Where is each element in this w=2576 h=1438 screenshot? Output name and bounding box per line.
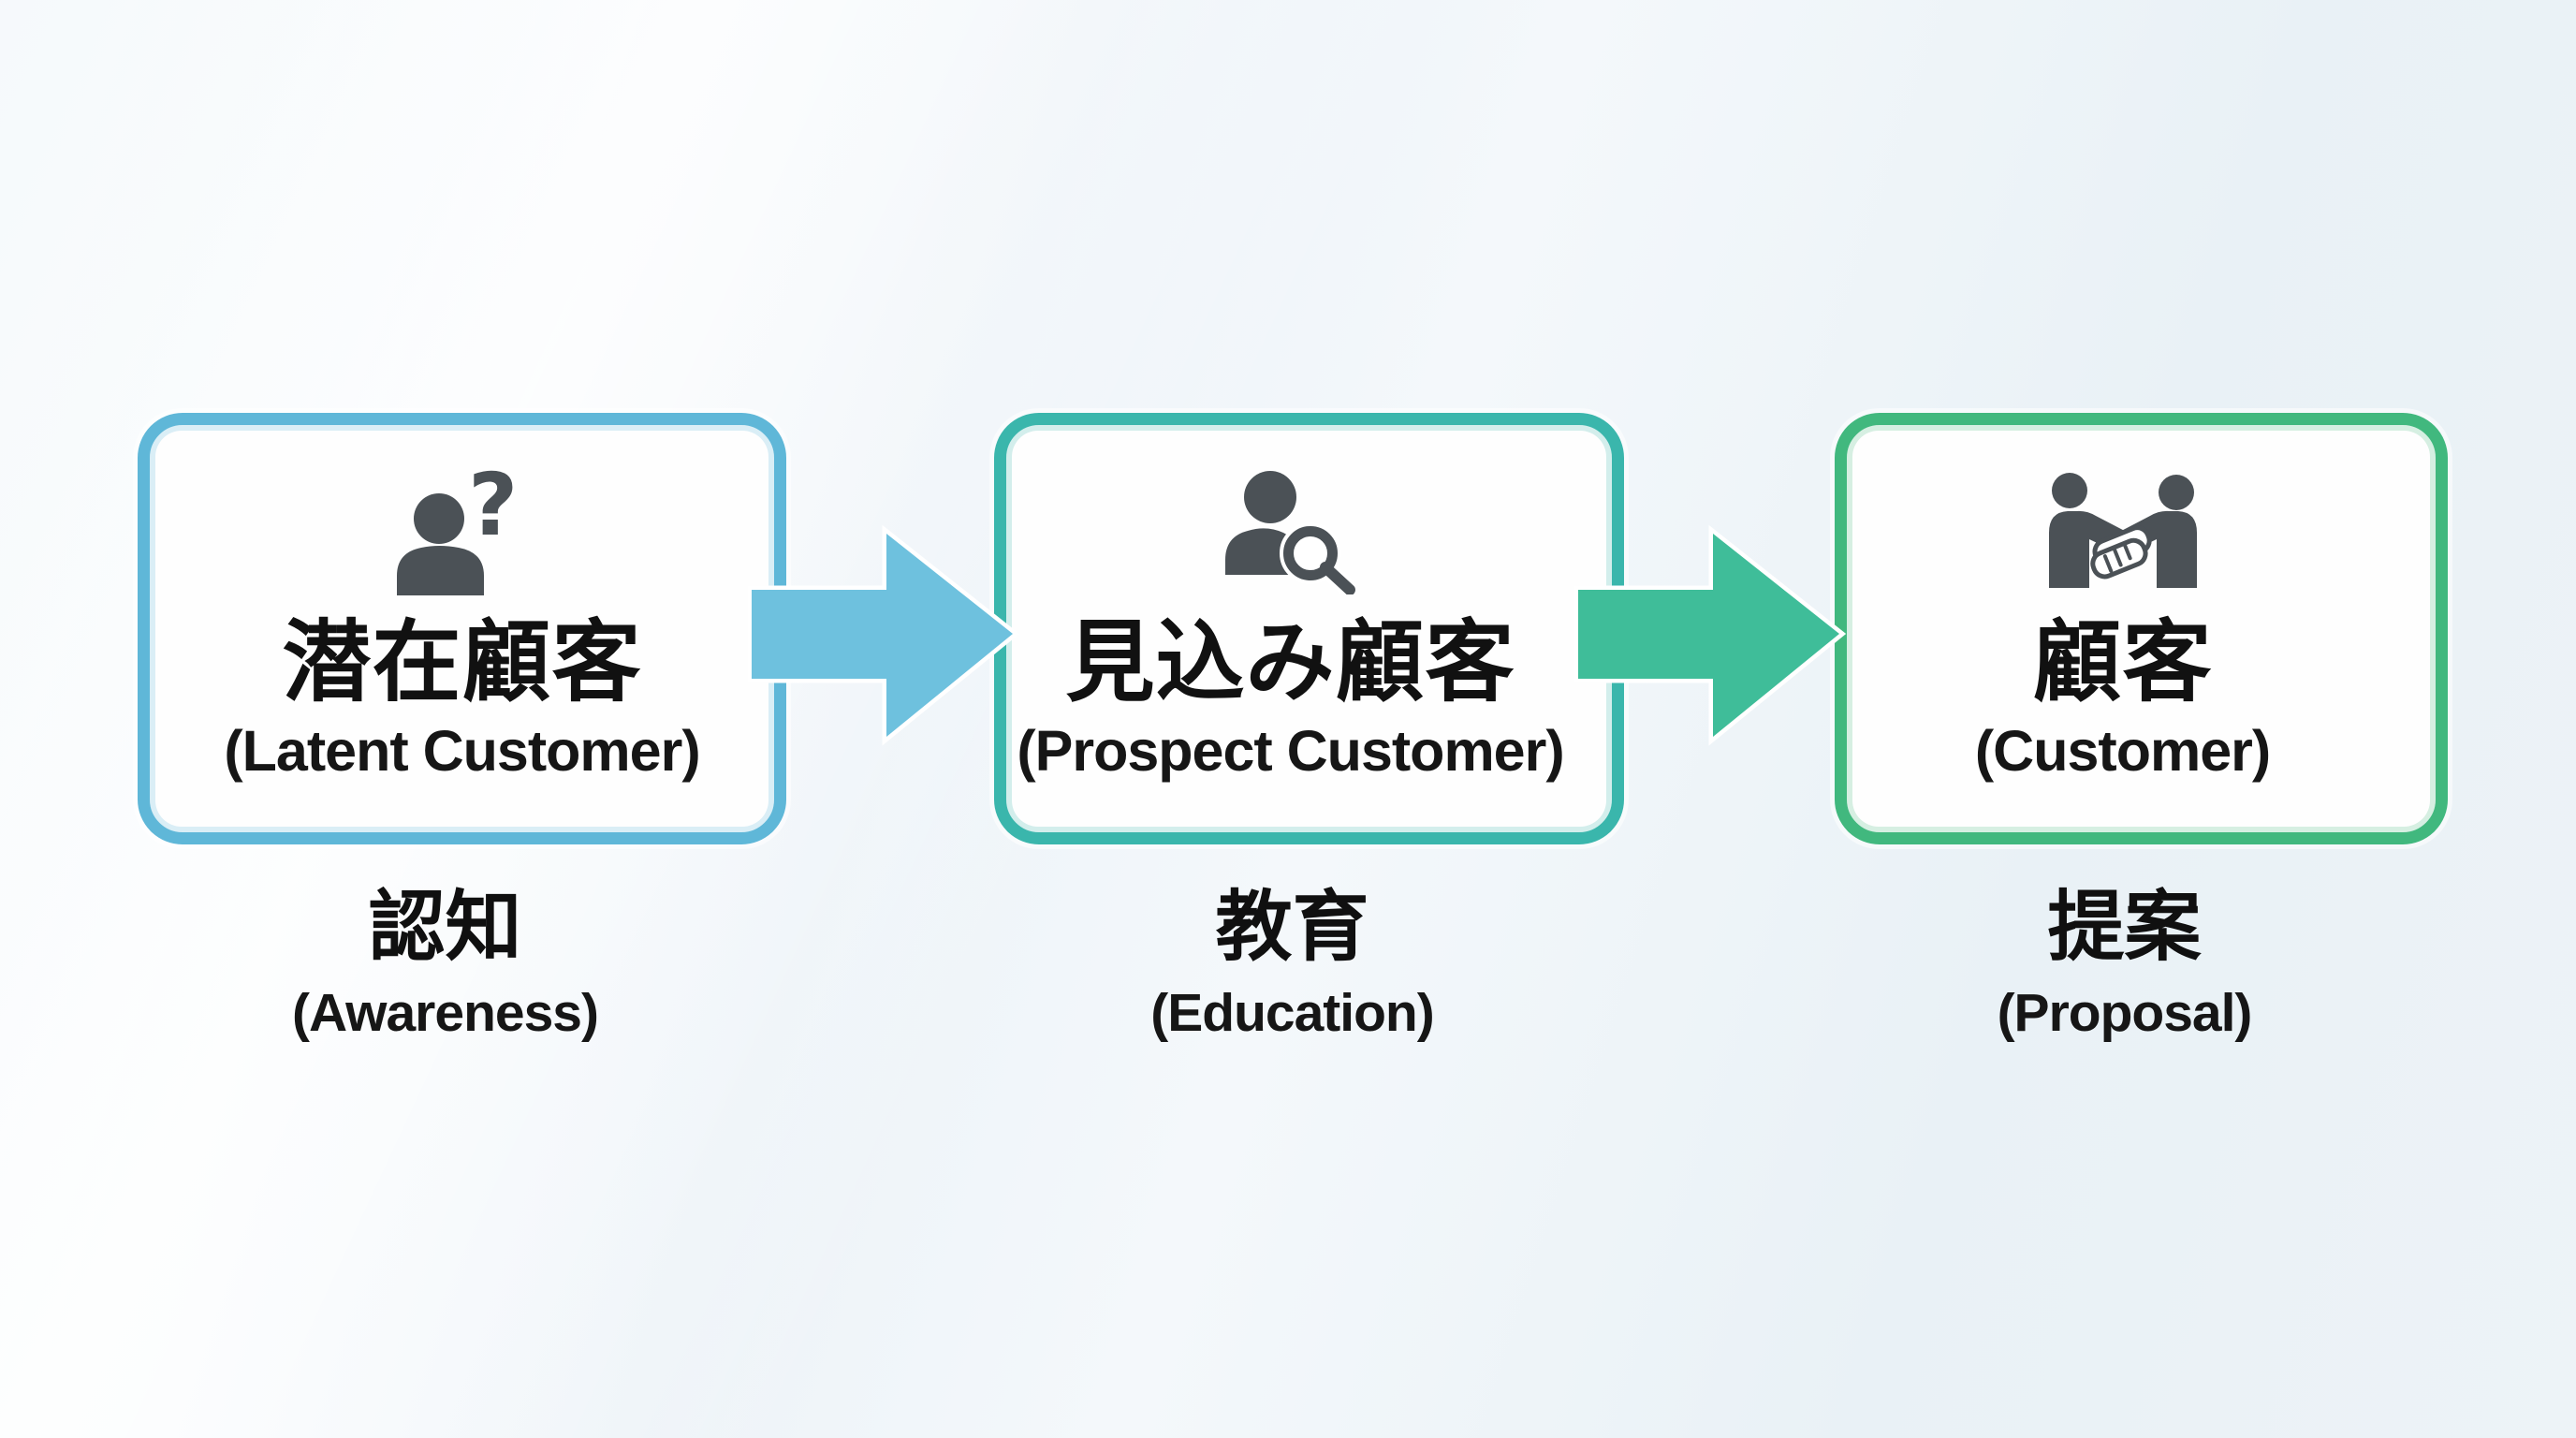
hand-lower — [2089, 537, 2148, 580]
phase-label-en: (Awareness) — [292, 983, 599, 1043]
stage-title-ja: 見込み顧客 — [1065, 613, 1515, 712]
stage-title-ja: 顧客 — [2032, 613, 2213, 712]
arrow-right-icon — [747, 524, 1020, 746]
person-head — [413, 493, 464, 544]
stage-box-prospect-customer: 見込み顧客 (Prospect Customer) — [994, 413, 1624, 844]
phase-label-ja: 提案 — [2047, 885, 2202, 970]
flow-arrow-2 — [1573, 524, 1847, 746]
stage-title-en: (Prospect Customer) — [1017, 719, 1564, 783]
arrow-right-icon — [1573, 524, 1847, 746]
person-question-icon: ? — [396, 467, 528, 598]
stage-title-ja: 潜在顧客 — [282, 613, 642, 712]
person-search-icon — [1224, 467, 1356, 598]
magnifier-handle — [1319, 562, 1355, 594]
person-body — [396, 546, 484, 595]
handshake-icon — [2047, 467, 2199, 598]
phase-label-ja: 教育 — [1215, 885, 1369, 970]
phase-label-ja: 認知 — [368, 885, 522, 970]
stage-box-customer: 顧客 (Customer) — [1835, 413, 2448, 844]
person-body — [1224, 528, 1298, 575]
stage-title-en: (Customer) — [1974, 719, 2271, 783]
phase-label-awareness: 認知 (Awareness) — [121, 889, 769, 1040]
right-person-head — [2158, 475, 2194, 510]
phase-label-en: (Education) — [1150, 983, 1434, 1043]
person-head — [1243, 471, 1296, 523]
flow-arrow-1 — [747, 524, 1020, 746]
left-person-head — [2051, 473, 2087, 508]
phase-label-en: (Proposal) — [1997, 983, 2253, 1043]
phase-label-proposal: 提案 (Proposal) — [1818, 889, 2431, 1040]
stage-box-latent-customer: ? 潜在顧客 (Latent Customer) — [138, 413, 786, 844]
hand-fingers — [2102, 541, 2132, 573]
question-mark-glyph: ? — [468, 467, 518, 555]
stage-title-en: (Latent Customer) — [224, 719, 700, 783]
phase-label-education: 教育 (Education) — [977, 889, 1607, 1040]
